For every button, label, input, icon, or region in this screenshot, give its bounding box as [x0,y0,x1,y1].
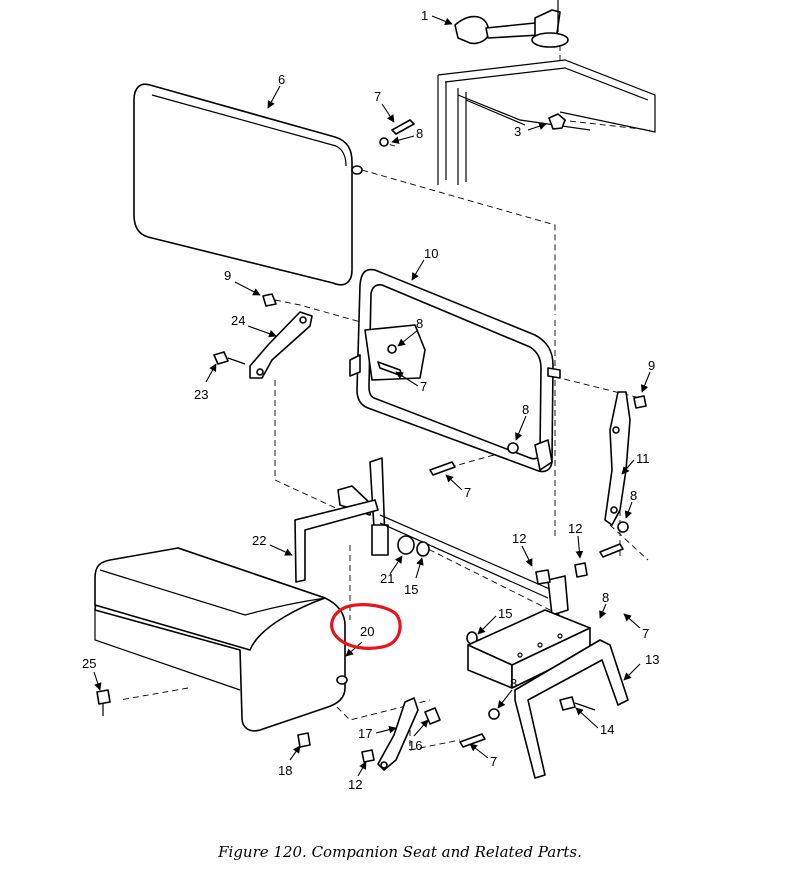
callout-8e: 8 [602,590,609,605]
seat-cushion [94,547,348,732]
callout-8d: 8 [630,488,637,503]
callout-22: 22 [252,533,266,548]
callout-15b: 15 [498,606,512,621]
callout-14: 14 [600,722,614,737]
seat-frame [294,457,569,616]
callout-8b: 8 [416,316,423,331]
callout-17: 17 [358,726,372,741]
bolts-left [213,293,277,365]
bolts-12 [535,562,588,585]
handle-knob [454,0,569,60]
vehicle-frame [437,59,656,185]
callout-1: 1 [421,8,428,23]
callout-8c: 8 [522,402,529,417]
back-cushion [133,83,363,286]
highlight-circle [330,603,402,650]
hinge-11 [604,391,647,526]
callout-23: 23 [194,387,208,402]
back-frame [349,268,561,473]
callout-25: 25 [82,656,96,671]
callout-7c: 7 [464,485,471,500]
callout-9: 9 [224,268,231,283]
hinge-24 [249,311,313,379]
nut-3 [548,113,566,130]
callout-11: 11 [636,451,650,466]
figure-caption: Figure 120. Companion Seat and Related P… [218,843,582,861]
callout-9b: 9 [648,358,655,373]
callout-13: 13 [645,652,659,667]
pin-7-upper [377,119,415,377]
callout-7d: 7 [642,626,649,641]
callout-labels: 1 3 6 7 8 9 10 7 8 24 23 9 8 11 7 8 22 [82,8,659,792]
callout-24: 24 [231,313,245,328]
callout-12b: 12 [568,521,582,536]
callout-8f: 8 [510,676,517,691]
callout-21: 21 [380,571,394,586]
bracket-17 [361,697,500,771]
callout-7: 7 [374,89,381,104]
callout-15: 15 [404,582,418,597]
pins-right [429,442,629,558]
bolts-bottom-left [96,689,311,748]
callout-20: 20 [360,624,374,639]
callout-7b: 7 [420,379,427,394]
callout-7e: 7 [490,754,497,769]
callout-6: 6 [278,72,285,87]
seat-leg-13 [467,609,629,779]
callout-8: 8 [416,126,423,141]
callout-18: 18 [278,763,292,778]
callout-16: 16 [408,738,422,753]
callout-12: 12 [512,531,526,546]
callout-3: 3 [514,124,521,139]
callout-10: 10 [424,246,438,261]
callout-12c: 12 [348,777,362,792]
